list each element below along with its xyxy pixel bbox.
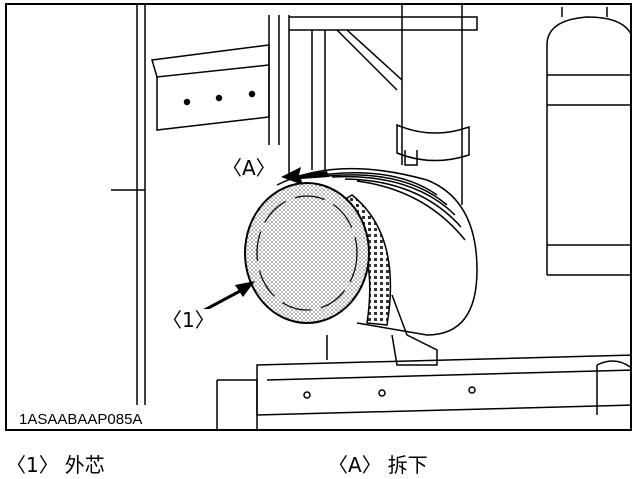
legend-label: 拆下: [387, 453, 428, 477]
tank-top: [546, 16, 630, 46]
diagonal-brace: [346, 29, 403, 81]
callout-1: 〈1〉: [160, 308, 217, 332]
outer-element: [244, 182, 370, 324]
legend-item-outer-element: 〈1〉外芯: [6, 449, 111, 478]
lower-right-part: [596, 360, 630, 415]
top-crossbar: [289, 16, 478, 31]
body-rib: [318, 174, 448, 206]
cleaner-support: [391, 294, 438, 366]
bracket-hole: [215, 94, 223, 102]
body-rib: [344, 178, 462, 228]
tank-bands: [547, 74, 630, 276]
body-rib: [356, 180, 466, 241]
arrow-a-icon: [281, 167, 329, 185]
base-bolt: [378, 389, 386, 397]
bracket-hole: [248, 90, 256, 98]
image-code: 1ASAABAAP085A: [17, 411, 145, 428]
bracket-hole: [183, 98, 191, 106]
legend-label: 外芯: [64, 453, 105, 477]
base-bolt: [303, 391, 311, 399]
arrow-1-icon: [235, 281, 255, 297]
element-inner-ring: [256, 195, 358, 311]
base-bolt: [468, 386, 476, 394]
diagonal-brace: [336, 29, 398, 91]
lower-left-frame: [216, 379, 258, 429]
legend-item-remove: 〈A〉拆下: [328, 449, 434, 478]
pipe-clamp: [396, 123, 470, 162]
legend-key: 〈1〉: [6, 453, 59, 477]
legend-key: 〈A〉: [328, 453, 382, 477]
diagram-figure: 〈A〉 〈1〉 1ASAABAAP085A: [5, 3, 632, 431]
clamp-bolt: [404, 150, 418, 166]
bracket-top: [151, 44, 270, 78]
air-cleaner-body: [276, 167, 478, 336]
base-rail: [266, 369, 630, 381]
intake-pipe: [401, 5, 463, 205]
air-cleaner-drawing: [111, 5, 630, 429]
base-frame: [256, 354, 630, 416]
body-rib: [331, 175, 456, 216]
callout-a: 〈A〉: [220, 156, 278, 180]
